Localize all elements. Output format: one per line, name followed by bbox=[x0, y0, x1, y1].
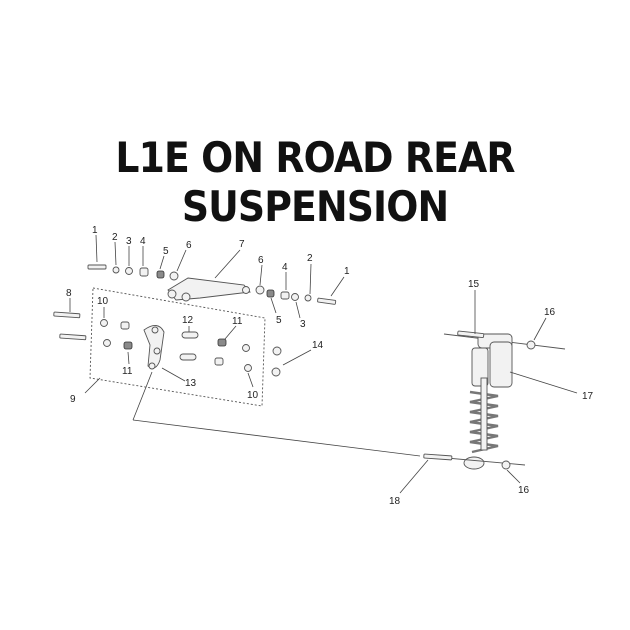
nut-16-upper bbox=[526, 340, 536, 350]
callout-3-right: 3 bbox=[300, 319, 306, 330]
bolt-leader-line-2 bbox=[132, 419, 421, 457]
bolt-1-right bbox=[317, 297, 337, 305]
nut-10-upper-right bbox=[242, 344, 250, 352]
callout-4-left: 4 bbox=[140, 236, 146, 247]
callout-14: 14 bbox=[312, 340, 324, 351]
callout-4-right: 4 bbox=[282, 262, 288, 273]
bushing-11-c bbox=[217, 338, 227, 347]
bushing-4-left bbox=[139, 267, 149, 277]
callout-2-left: 2 bbox=[112, 232, 118, 243]
callout-11-upper: 11 bbox=[232, 316, 243, 327]
shock-absorber-17 bbox=[423, 333, 566, 470]
spacer-3-right bbox=[291, 293, 299, 301]
nut-14-lower bbox=[271, 367, 281, 377]
callout-15: 15 bbox=[468, 279, 480, 290]
callout-10-lower-right: 10 bbox=[247, 390, 259, 401]
bushing-11-b bbox=[123, 341, 133, 350]
callout-16-upper: 16 bbox=[544, 307, 556, 318]
callout-3-left: 3 bbox=[126, 236, 132, 247]
nut-16-lower bbox=[501, 460, 511, 470]
washer-2-left bbox=[112, 266, 120, 274]
callout-7: 7 bbox=[239, 239, 245, 250]
nut-10-upper-left bbox=[100, 319, 108, 327]
bolt-1-left bbox=[87, 264, 107, 270]
nut-10-lower-right bbox=[244, 364, 252, 372]
page-title: L1E ON ROAD REAR SUSPENSION bbox=[115, 133, 515, 231]
callout-16-lower: 16 bbox=[518, 485, 530, 496]
nut-14-upper bbox=[272, 346, 282, 356]
callout-6-right: 6 bbox=[258, 255, 264, 266]
callout-9: 9 bbox=[70, 394, 76, 405]
callout-6-left: 6 bbox=[186, 240, 192, 251]
callout-8: 8 bbox=[66, 288, 72, 299]
bushing-11-d bbox=[214, 357, 224, 366]
bolt-8-lower bbox=[59, 333, 87, 341]
nut-10-lower-left bbox=[103, 339, 111, 347]
bolt-15 bbox=[457, 330, 485, 339]
spacer-3-left bbox=[125, 267, 133, 275]
callout-17: 17 bbox=[582, 391, 594, 402]
callout-5-left: 5 bbox=[163, 246, 169, 257]
link-13 bbox=[143, 325, 165, 370]
callout-10-upper-left: 10 bbox=[97, 296, 109, 307]
callout-leaders bbox=[69, 234, 578, 494]
callout-1-right: 1 bbox=[344, 266, 350, 277]
bushing-11-a bbox=[120, 321, 130, 330]
bolt-8-upper bbox=[53, 311, 81, 319]
callout-18: 18 bbox=[389, 496, 401, 507]
washer-2-right bbox=[304, 294, 312, 302]
bearing-5-right bbox=[266, 289, 275, 298]
rocker-arm-7 bbox=[167, 277, 251, 302]
bearing-5-left bbox=[156, 270, 165, 279]
callout-5-right: 5 bbox=[276, 315, 282, 326]
bolt-leader-line bbox=[132, 371, 153, 421]
pin-12-lower bbox=[179, 353, 197, 361]
callout-12: 12 bbox=[182, 315, 194, 326]
seal-6-right bbox=[255, 285, 265, 295]
mounting-plate-outline bbox=[89, 287, 266, 407]
callout-2-right: 2 bbox=[307, 253, 313, 264]
seal-6-left bbox=[169, 271, 179, 281]
callout-13: 13 bbox=[185, 378, 197, 389]
callout-11-lower: 11 bbox=[122, 366, 133, 377]
bushing-4-right bbox=[280, 291, 290, 300]
bolt-18 bbox=[423, 453, 453, 461]
callout-1-left: 1 bbox=[92, 225, 98, 236]
pin-12-upper bbox=[181, 331, 199, 339]
